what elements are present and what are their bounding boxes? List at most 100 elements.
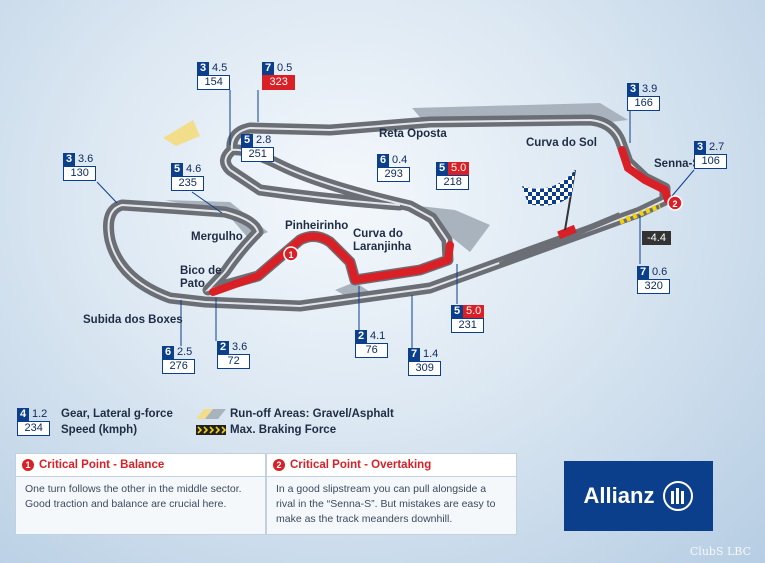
g-force-value: 3.6 xyxy=(78,153,94,165)
speed-value: 106 xyxy=(694,154,728,169)
speed-value: 72 xyxy=(217,354,251,369)
gear-value: 5 xyxy=(171,163,183,176)
speed-value: 231 xyxy=(451,318,485,333)
g-force-value: 5.0 xyxy=(448,162,470,175)
gear-value: 7 xyxy=(262,62,274,75)
critical-section-balance xyxy=(209,232,454,296)
critical-marker-2 xyxy=(667,195,683,211)
gear-value: 2 xyxy=(355,330,367,343)
legend-speed-label: Speed (kmph) xyxy=(61,424,138,436)
g-force-value: 3.6 xyxy=(232,341,248,353)
checkered-flag xyxy=(522,170,575,206)
critical-marker-2-label: 2 xyxy=(672,199,677,209)
gear-value: 3 xyxy=(627,83,639,96)
g-force-value: 4.5 xyxy=(212,62,228,74)
runoff-area xyxy=(163,120,200,146)
legend-gear-label: Gear, Lateral g-force xyxy=(61,408,173,420)
legend-gear: 4 xyxy=(17,408,29,421)
gear-value: 5 xyxy=(436,162,448,175)
panel-balance-header: 1 Critical Point - Balance xyxy=(16,454,265,477)
runoff-area xyxy=(165,200,268,240)
g-force-value: 0.5 xyxy=(277,62,293,74)
legend-braking-label: Max. Braking Force xyxy=(230,424,337,436)
allianz-logo-block: Allianz xyxy=(564,461,713,531)
g-force-value: 4.6 xyxy=(186,163,202,175)
panel-balance-title: Critical Point - Balance xyxy=(39,459,165,471)
g-force-value: 2.8 xyxy=(256,134,272,146)
legend-braking-row: Max. Braking Force xyxy=(196,424,336,436)
corner-name-laranjinha-line2: Laranjinha xyxy=(353,241,412,253)
gear-value: 7 xyxy=(637,266,649,279)
speed-value: 276 xyxy=(162,359,196,374)
speed-value: 76 xyxy=(355,343,389,358)
corner-name-bico-line2: Pato xyxy=(180,278,205,290)
gear-value: 3 xyxy=(694,141,706,154)
speed-value: 251 xyxy=(241,147,275,162)
legend-speed: 234 xyxy=(17,421,51,436)
g-force-value: 0.4 xyxy=(392,154,408,166)
speed-value: 320 xyxy=(637,279,671,294)
gear-value: 3 xyxy=(63,153,75,166)
runoff-swatch xyxy=(196,409,226,419)
speed-value: 154 xyxy=(197,75,231,90)
speed-value: 218 xyxy=(436,175,470,190)
panel-balance: 1 Critical Point - Balance One turn follo… xyxy=(15,453,266,535)
corner-name-senna-s: Senna-S xyxy=(654,158,701,170)
corner-name-laranjinha: Curva do Laranjinha xyxy=(353,228,411,254)
corner-name-bico-de-pato: Bico de Pato xyxy=(180,265,222,291)
corner-name-laranjinha-line1: Curva do xyxy=(353,228,403,240)
gear-value: 7 xyxy=(408,348,420,361)
braking-swatch xyxy=(196,425,226,435)
panel-balance-num: 1 xyxy=(22,459,34,471)
g-force-value: 1.4 xyxy=(423,348,439,360)
speed-value: 166 xyxy=(627,96,661,111)
critical-section-overtaking xyxy=(618,146,672,204)
panel-overtaking-num: 2 xyxy=(273,459,285,471)
panel-balance-text: One turn follows the other in the middle… xyxy=(25,483,242,510)
g-force-value: 2.5 xyxy=(177,346,193,358)
g-force-value: 5.0 xyxy=(463,305,485,318)
corner-name-curva-do-sol: Curva do Sol xyxy=(526,137,597,149)
gear-value: 5 xyxy=(241,134,253,147)
corner-name-pinheirinho: Pinheirinho xyxy=(285,220,349,232)
g-force-value: 2.7 xyxy=(709,141,725,153)
allianz-emblem-icon xyxy=(663,481,694,511)
speed-value: 130 xyxy=(63,166,97,181)
legend-gear-label-row: Gear, Lateral g-force xyxy=(61,408,173,420)
g-force-value: 3.9 xyxy=(642,83,658,95)
gear-value: 6 xyxy=(377,154,389,167)
corner-name-mergulho: Mergulho xyxy=(191,231,243,243)
legend-g: 1.2 xyxy=(32,408,48,420)
corner-name-reta-oposta: Reta Oposta xyxy=(379,128,447,140)
panel-overtaking-text: In a good slipstream you can pull alongs… xyxy=(276,483,496,525)
gear-value: 5 xyxy=(451,305,463,318)
corner-name-bico-line1: Bico de xyxy=(180,265,222,277)
speed-value: 293 xyxy=(377,167,411,182)
speed-value: 309 xyxy=(408,361,442,376)
critical-marker-1 xyxy=(283,246,299,262)
start-finish-line xyxy=(557,224,577,240)
leader-lines xyxy=(96,90,695,350)
credit-watermark: ClubS LBC xyxy=(689,545,751,558)
gear-value: 3 xyxy=(197,62,209,75)
pit-lane xyxy=(498,212,622,268)
speed-value: 323 xyxy=(262,75,296,90)
legend-speed-label-row: Speed (kmph) xyxy=(61,424,137,436)
gear-value: 6 xyxy=(162,346,174,359)
